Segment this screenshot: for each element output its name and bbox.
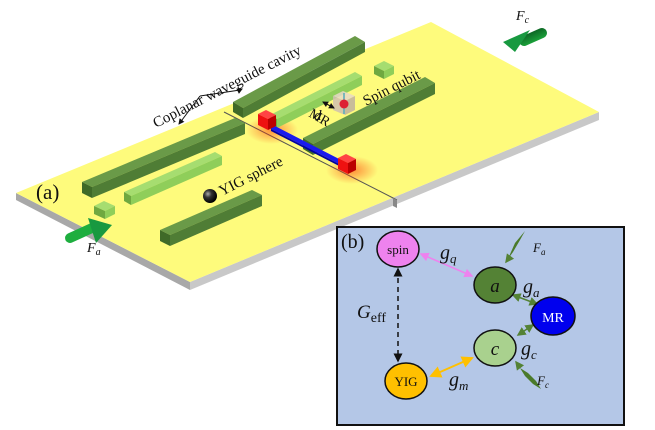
coupling-ga-line xyxy=(511,293,539,306)
drive-a-label: Fa xyxy=(86,241,101,258)
drive-fa-icon xyxy=(505,231,525,264)
drive-fc-label: Fc xyxy=(536,373,549,390)
coupling-gc-label: gc xyxy=(521,338,537,362)
coupling-gq-line xyxy=(419,252,474,278)
drive-arrow-c xyxy=(503,28,547,52)
node-yig: YIG xyxy=(384,362,428,400)
panel-b: (b) spin a MR c xyxy=(336,226,625,426)
drive-fc-icon xyxy=(515,360,541,389)
coupling-gm-line xyxy=(429,356,474,378)
panel-b-label: (b) xyxy=(341,231,364,253)
node-a: a xyxy=(473,266,517,304)
drive-c-label: Fc xyxy=(515,9,530,26)
coupling-gm-label: gm xyxy=(449,369,468,393)
coupling-gc-line xyxy=(516,324,535,336)
distance-label: d xyxy=(314,108,322,124)
substrate-edge xyxy=(16,193,190,290)
panel-a-label: (a) xyxy=(36,180,59,204)
dark-strip-left-bottom xyxy=(160,190,262,246)
dark-strip-right-top xyxy=(233,36,365,118)
substrate xyxy=(16,22,599,282)
coupling-gq-label: gq xyxy=(440,242,457,266)
mr-anchor-2 xyxy=(338,154,356,174)
drive-arrow-a xyxy=(65,218,112,243)
node-mr: MR xyxy=(530,296,576,336)
node-spin: spin xyxy=(376,230,420,268)
node-c: c xyxy=(473,329,517,367)
svg-text:spin: spin xyxy=(387,242,409,257)
svg-text:a: a xyxy=(490,276,500,297)
light-strip-left xyxy=(124,152,222,205)
small-block-left xyxy=(94,201,115,219)
coupling-ga-label: ga xyxy=(523,276,540,300)
mr-anchor-1 xyxy=(258,110,276,130)
cavity-divider-edge xyxy=(393,198,397,208)
drive-fa-label: Fa xyxy=(532,240,546,257)
small-block-right xyxy=(374,61,394,79)
cavity-pointer xyxy=(178,88,243,125)
mechanical-resonator xyxy=(258,110,356,174)
svg-text:YIG: YIG xyxy=(394,374,417,389)
distance-arrow xyxy=(322,101,335,109)
svg-text:c: c xyxy=(491,339,500,360)
panel-a: (a) Coplanar waveguide cavity MR Spin qu… xyxy=(16,9,599,290)
svg-text:MR: MR xyxy=(542,311,564,326)
yig-sphere xyxy=(203,189,217,203)
coupling-geff-label: Geff xyxy=(357,302,386,326)
dark-strip-left-top xyxy=(82,118,245,198)
spin-qubit xyxy=(333,91,355,115)
